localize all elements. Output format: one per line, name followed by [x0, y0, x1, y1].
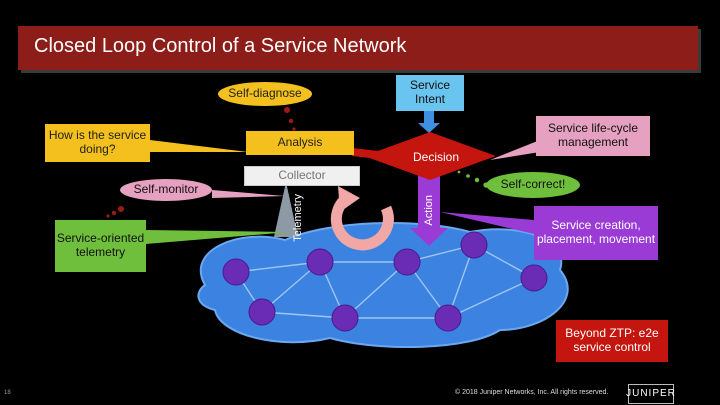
service-creation-box: Service creation, placement, movement — [534, 206, 658, 260]
page-number: 18 — [4, 390, 11, 396]
collector-box: Collector — [244, 166, 360, 186]
footer-copyright: © 2018 Juniper Networks, Inc. All rights… — [455, 389, 609, 396]
decision-label: Decision — [412, 150, 460, 165]
loop-arrow — [330, 191, 394, 251]
network-node — [306, 248, 334, 276]
thought-bubbles-dark — [106, 107, 296, 218]
juniper-logo: JUNIPER — [626, 384, 676, 404]
network-nodes — [222, 231, 548, 332]
service-oriented-telemetry-box: Service-oriented telemetry — [55, 220, 146, 272]
telemetry-arrow — [274, 182, 298, 237]
telemetry-pointer — [146, 230, 290, 244]
lifecycle-pointer — [490, 140, 540, 160]
intent-arrow — [418, 110, 440, 133]
network-node — [434, 304, 462, 332]
decision-diamond — [364, 132, 496, 180]
slide-title: Closed Loop Control of a Service Network — [34, 35, 407, 57]
network-node — [520, 264, 548, 292]
service-intent-box: Service Intent — [396, 75, 464, 111]
action-label: Action — [422, 194, 435, 226]
network-node — [460, 231, 488, 259]
self-correct-bubble: Self-correct! — [486, 172, 580, 198]
self-diagnose-bubble: Self-diagnose — [218, 82, 312, 106]
self-monitor-pointer — [212, 190, 285, 198]
loop-arrowhead — [338, 186, 360, 212]
beyond-ztp-box: Beyond ZTP: e2e service control — [556, 320, 668, 362]
network-node — [248, 298, 276, 326]
creation-pointer — [440, 212, 534, 234]
service-lifecycle-box: Service life-cycle management — [536, 116, 650, 156]
analysis-box: Analysis — [246, 131, 354, 155]
title-bar: Closed Loop Control of a Service Network — [18, 26, 698, 70]
juniper-logo-text: JUNIPER — [626, 388, 676, 400]
action-arrow — [410, 168, 448, 246]
how-callout-pointer — [150, 140, 248, 152]
network-node — [331, 304, 359, 332]
telemetry-label: Telemetry — [291, 194, 304, 242]
network-node — [393, 248, 421, 276]
network-node — [222, 258, 250, 286]
thought-bubbles-green — [457, 170, 489, 188]
how-is-service-callout: How is the service doing? — [45, 124, 150, 162]
self-monitor-bubble: Self-monitor — [120, 179, 212, 201]
